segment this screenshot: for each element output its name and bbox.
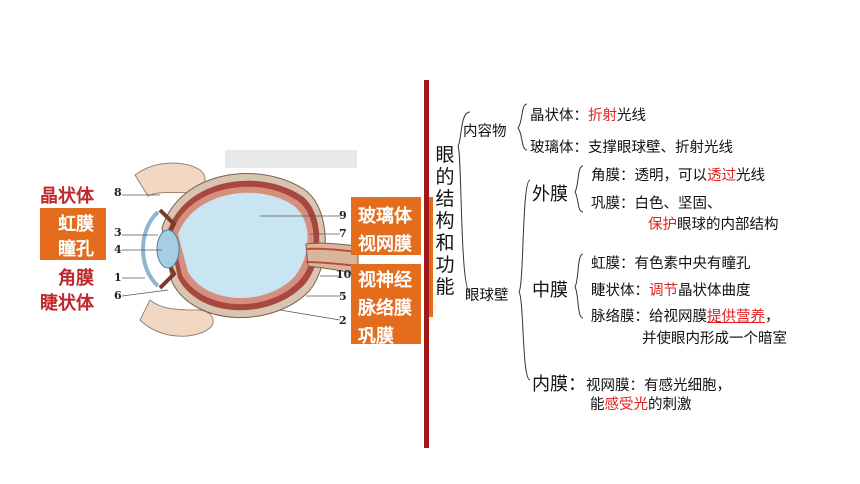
eye-number-8: 8 (114, 186, 122, 199)
title-char-3: 结 (435, 188, 455, 210)
label-pupil: 瞳孔 (58, 239, 94, 260)
title-char-2: 的 (435, 166, 455, 188)
tree-cornea-post: 光线 (736, 168, 765, 184)
eye-number-6: 6 (114, 289, 122, 302)
tree-inner-2: 能感受光的刺激 (590, 393, 692, 414)
tree-content-vitreous: 玻璃体：支撑眼球壁、折射光线 (530, 140, 733, 156)
tree-outer-label: 外膜 (532, 184, 568, 205)
eye-number-7: 7 (339, 227, 347, 240)
tree-ciliary-pre: 睫状体： (591, 283, 649, 299)
eye-number-5: 5 (339, 290, 347, 303)
tree-crystalline-name: 晶状体： (530, 108, 588, 124)
tree-wall-label: 眼球壁 (465, 288, 509, 304)
tree-middle-choroid-2: 并使眼内形成一个暗室 (642, 331, 787, 347)
label-optic-nerve: 视神经 (358, 270, 412, 291)
label-box-vitreous-retina: 玻璃体 视网膜 (351, 197, 421, 255)
tree-retina-hl: 感受光 (604, 397, 649, 413)
title-char-6: 功 (435, 254, 455, 276)
eye-number-10: 10 (336, 268, 352, 281)
tree-content-crystalline: 晶状体：折射光线 (530, 104, 646, 125)
eye-diagram (121, 150, 359, 337)
label-retina: 视网膜 (358, 234, 412, 255)
eye-number-4: 4 (114, 243, 122, 256)
title-char-1: 眼 (435, 144, 455, 166)
tree-middle-choroid: 脉络膜：给视网膜提供营养， (591, 305, 780, 326)
eye-number-3: 3 (114, 226, 122, 239)
eye-number-1: 1 (114, 271, 122, 284)
tree-crystalline-hl: 折射 (588, 108, 617, 124)
label-sclera: 巩膜 (358, 326, 394, 347)
tree-choroid-pre: 脉络膜：给视网膜 (591, 309, 707, 325)
tree-content-label: 内容物 (463, 124, 507, 140)
tree-middle-iris: 虹膜：有色素中央有瞳孔 (591, 256, 751, 272)
label-box-nerve-choroid-sclera: 视神经 脉络膜 巩膜 (351, 264, 421, 347)
label-choroid: 脉络膜 (358, 298, 412, 319)
tree-sclera-rest: 眼球的内部结构 (677, 217, 779, 233)
tree-outer-sclera-2: 保护眼球的内部结构 (648, 213, 779, 234)
tree-middle-label: 中膜 (532, 280, 568, 301)
eye-number-9: 9 (339, 209, 347, 222)
tree-sclera-hl: 保护 (648, 217, 677, 233)
divider-line (424, 80, 429, 448)
tree-retina-post: 的刺激 (648, 397, 692, 413)
title-char-5: 和 (435, 232, 455, 254)
tree-inner: 内膜：视网膜：有感光细胞， (532, 370, 731, 396)
label-iris: 虹膜 (58, 214, 94, 235)
tree-crystalline-rest: 光线 (617, 108, 646, 124)
label-cornea: 角膜 (58, 268, 94, 289)
tree-inner-label: 内膜： (532, 374, 586, 395)
title-char-7: 能 (435, 276, 455, 298)
label-ciliary: 睫状体 (40, 293, 94, 314)
eye-number-2: 2 (339, 314, 347, 327)
tree-cornea-hl: 透过 (707, 168, 736, 184)
tree-choroid-post: ， (765, 309, 780, 325)
tree-ciliary-post: 晶状体曲度 (678, 283, 751, 299)
tree-choroid-hl: 提供营养 (707, 309, 765, 325)
tree-ciliary-hl: 调节 (649, 283, 678, 299)
tree-inner-retina: 视网膜：有感光细胞， (586, 378, 731, 394)
title-char-4: 构 (435, 210, 455, 232)
label-iris-pupil-box: 虹膜 瞳孔 (40, 208, 106, 260)
label-crystalline: 晶状体 (40, 186, 94, 207)
tree-cornea-pre: 角膜：透明，可以 (591, 168, 707, 184)
tree-retina-pre: 能 (590, 397, 605, 413)
title-vertical: 眼 的 结 构 和 功 能 (433, 144, 457, 298)
tree-middle-ciliary: 睫状体：调节晶状体曲度 (591, 279, 751, 300)
label-vitreous: 玻璃体 (358, 206, 412, 227)
tree-outer-cornea: 角膜：透明，可以透过光线 (591, 164, 765, 185)
tree-outer-sclera-1: 巩膜：白色、坚固、 (591, 196, 722, 212)
